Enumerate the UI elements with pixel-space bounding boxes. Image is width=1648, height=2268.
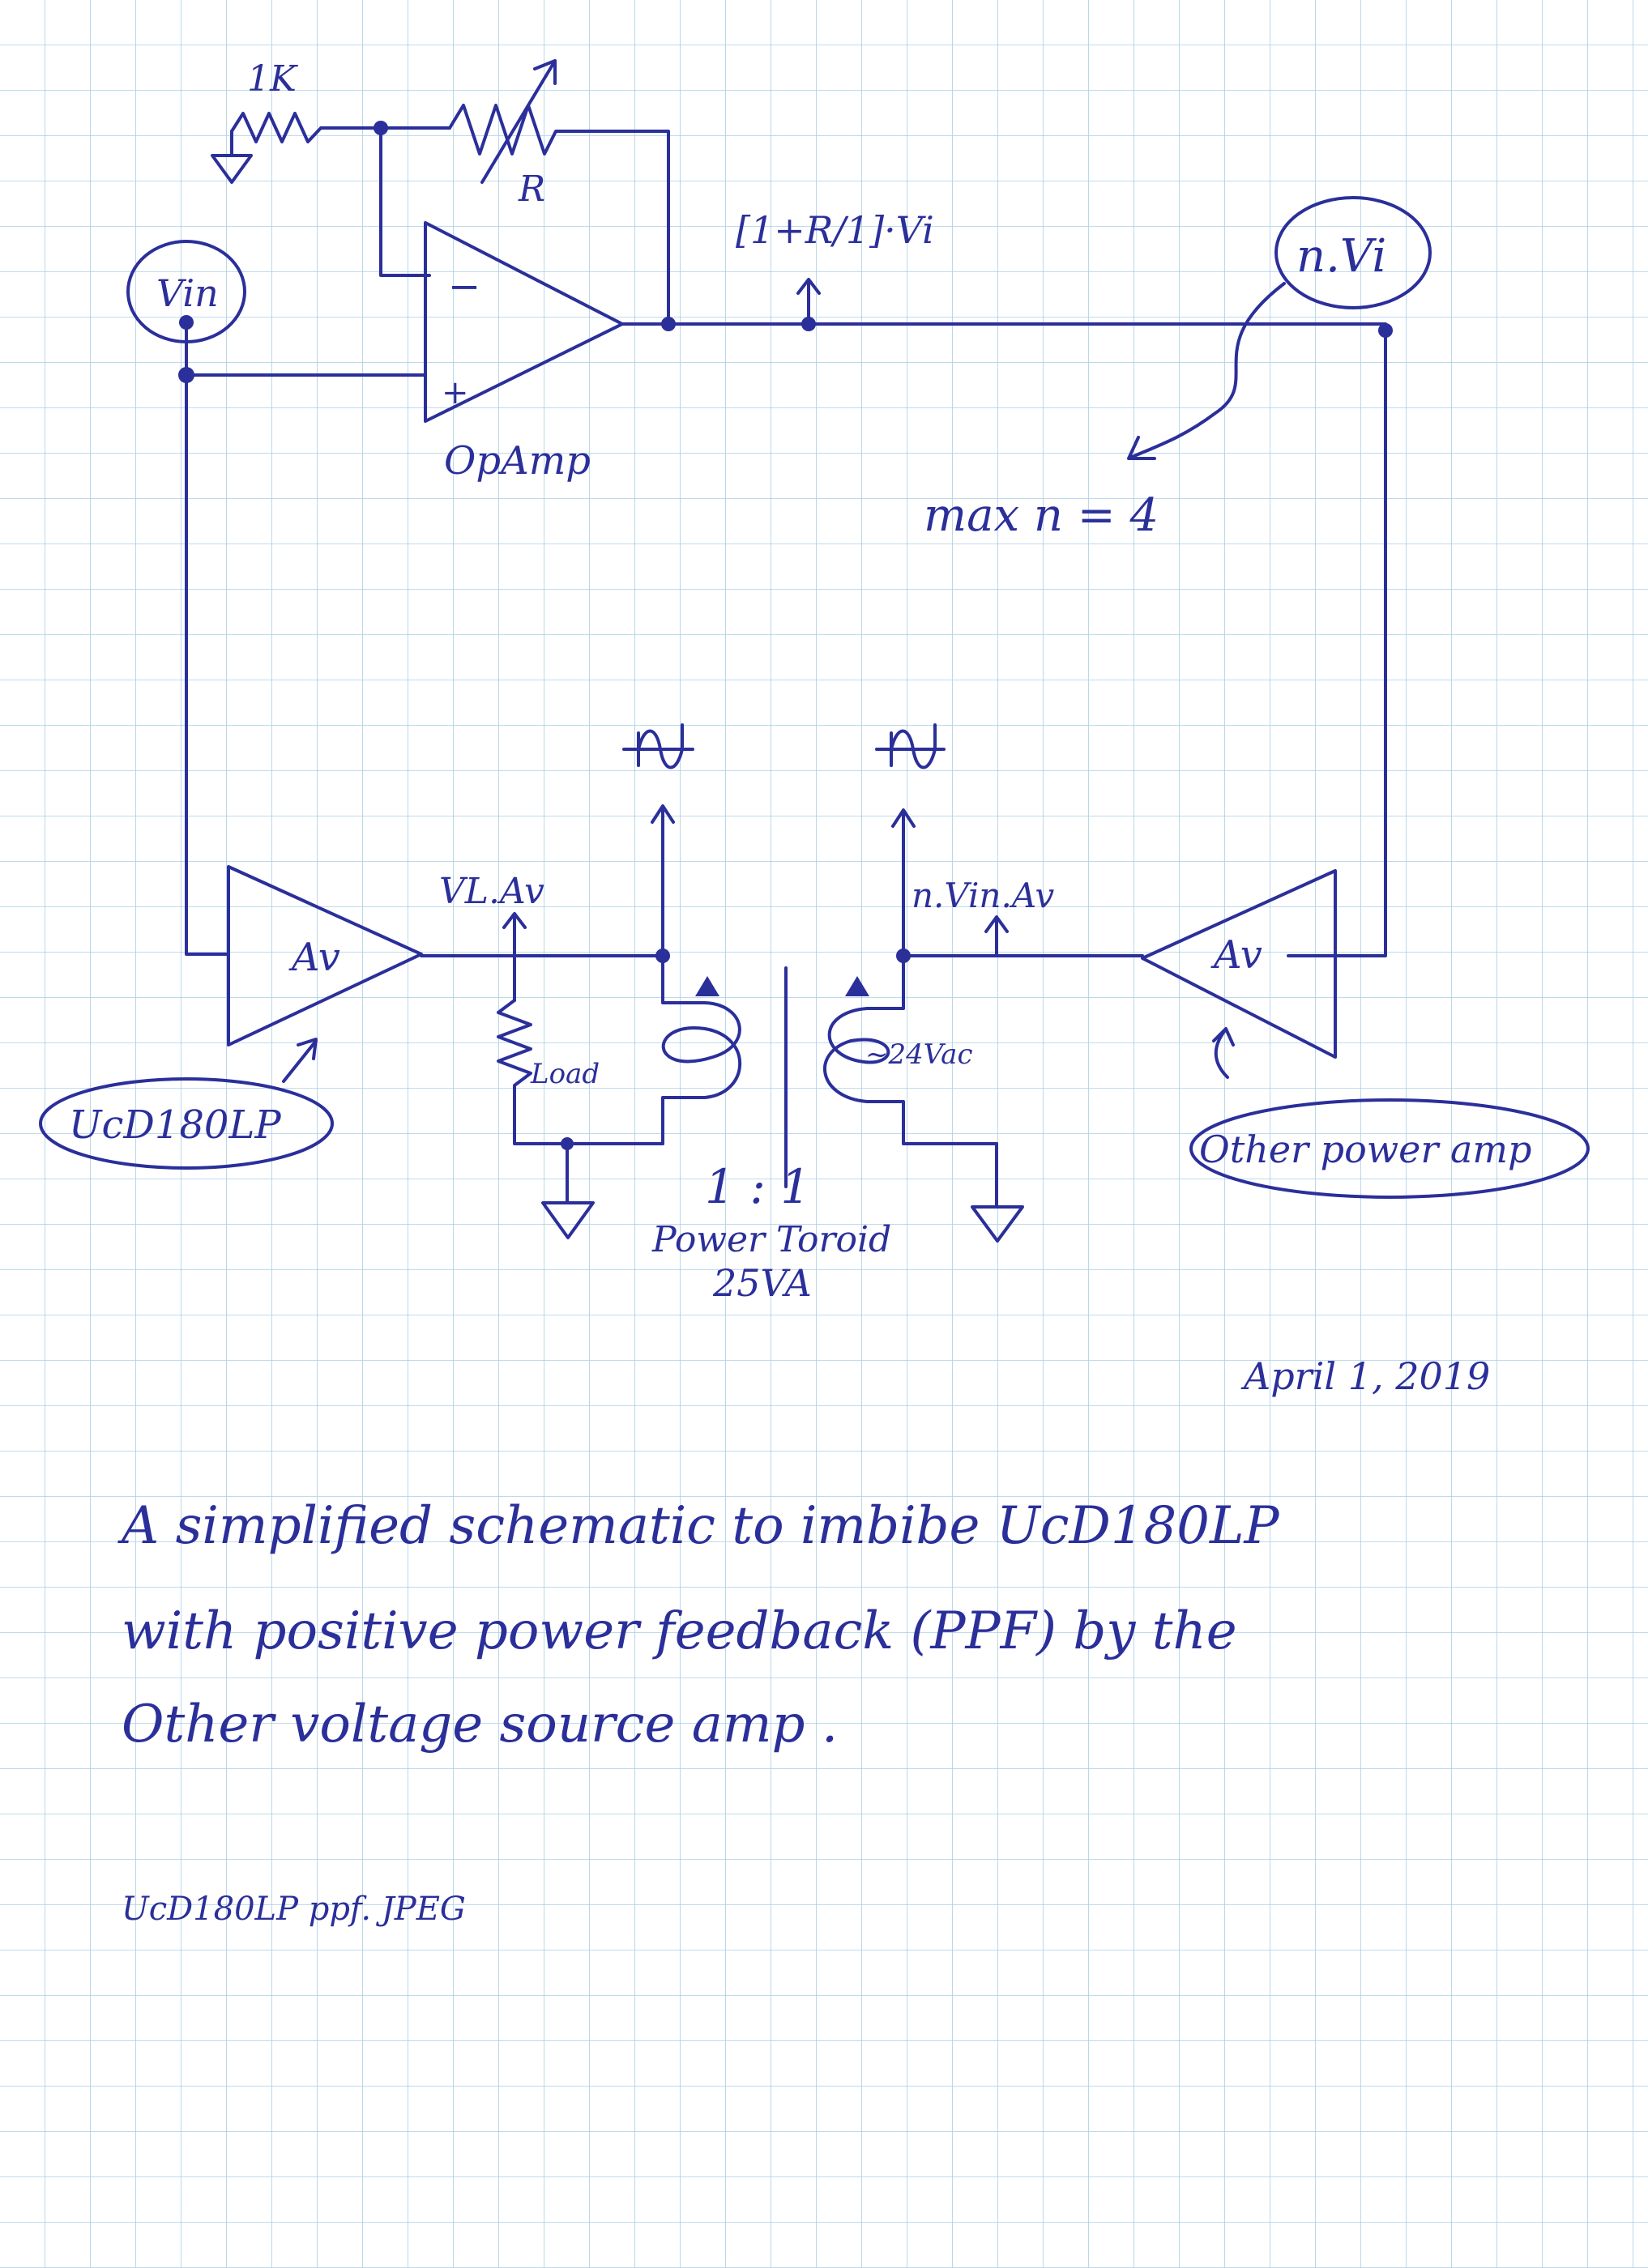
right-feedback-wire (1287, 329, 1387, 957)
transformer-primary-coil (661, 954, 742, 1145)
variable-resistor-arrow (480, 59, 557, 184)
gain-expr-arrow (796, 278, 821, 322)
ground-symbol-top (211, 130, 253, 184)
other-amp-triangle (1141, 869, 1337, 1059)
opamp-label: OpAmp (444, 438, 591, 484)
load-resistor (497, 999, 664, 1145)
amp-gain-right-label: Av (1210, 932, 1262, 978)
vac-label: ~24Vac (865, 1038, 973, 1071)
resistor-1k-label: 1K (247, 58, 298, 100)
resistor-1k (230, 112, 382, 143)
vin-label: Vin (156, 271, 219, 315)
junction-dot (801, 317, 816, 331)
junction-dot (374, 121, 388, 135)
ucd-label: UcD180LP (69, 1102, 281, 1148)
vl-av-arrow (502, 912, 527, 957)
waveform-left-icon (622, 723, 694, 770)
ground-symbol-right (971, 1142, 1024, 1243)
toroid-label: Power Toroid (651, 1219, 891, 1260)
vin-wires (185, 321, 427, 956)
nvi-label-bubble (1274, 196, 1432, 309)
ucd-label-bubble (39, 1077, 334, 1170)
max-n-label: max n = 4 (924, 489, 1159, 542)
ucd-pointer (282, 1038, 318, 1083)
ground-symbol-left (541, 1142, 595, 1239)
other-amp-label: Other power amp (1199, 1128, 1532, 1171)
other-amp-pointer (1212, 1027, 1235, 1079)
vl-av-label: VL.Av (439, 871, 544, 912)
ucd-amp-triangle (227, 865, 423, 1047)
opamp-plus-label: + (442, 374, 469, 411)
date-label: April 1, 2019 (1240, 1354, 1490, 1398)
resistor-r-label: R (518, 168, 545, 210)
junction-dot (179, 315, 194, 330)
junction-dot (178, 367, 194, 383)
nvin-av-arrow (984, 915, 1009, 957)
opamp-minus-label: − (448, 264, 480, 309)
other-amp-label-bubble (1189, 1098, 1590, 1199)
resistor-r-variable (448, 104, 666, 156)
junction-dot (661, 317, 676, 331)
turns-ratio-label: 1 : 1 (705, 1159, 810, 1214)
maxn-pointer (1127, 282, 1286, 460)
amp-gain-left-label: Av (288, 935, 340, 980)
dot-marker-primary (695, 976, 719, 996)
probe-left-wire (651, 804, 675, 957)
waveform-right-icon (875, 723, 946, 770)
transformer-secondary-coil (823, 954, 998, 1145)
load-label: Load (530, 1058, 600, 1090)
dot-marker-secondary (845, 976, 869, 996)
gain-expression-label: [1+R/1]·Vi (736, 208, 934, 252)
nvin-av-label: n.Vin.Av (912, 876, 1054, 915)
probe-right-wire (891, 808, 916, 957)
filename-label: UcD180LP ppf. JPEG (122, 1891, 466, 1928)
nvi-label: n.Vi (1296, 230, 1386, 283)
description-line-2: with positive power feedback (PPF) by th… (122, 1601, 1237, 1661)
opamp-triangle (424, 221, 624, 423)
description-line-1: A simplified schematic to imbibe UcD180L… (117, 1496, 1279, 1556)
description-line-3: Other voltage source amp . (122, 1695, 838, 1754)
toroid-rating-label: 25VA (712, 1261, 812, 1305)
